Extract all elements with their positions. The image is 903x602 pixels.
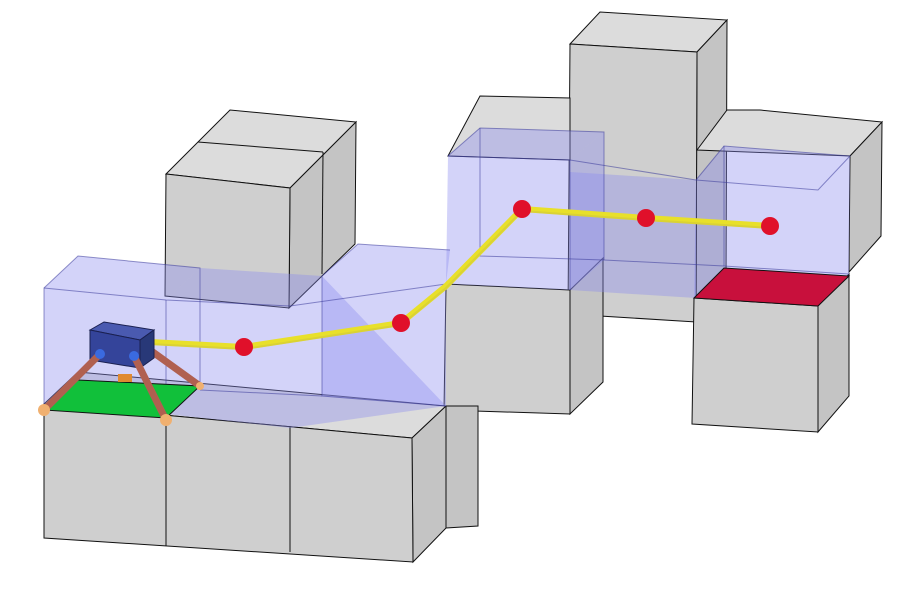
solid-blocks — [42, 11, 884, 564]
corridor-edges — [43, 127, 852, 414]
solid-block-rear-right — [696, 109, 884, 274]
robot-leg-front-left — [40, 350, 104, 414]
waypoint-1 — [235, 338, 253, 356]
goal-tile — [692, 267, 851, 307]
robot-body — [88, 321, 156, 369]
planned-path — [147, 200, 779, 356]
waypoint-3 — [513, 200, 531, 218]
solid-block-tall-right — [567, 11, 729, 324]
robot-foot-front-right — [160, 414, 172, 426]
solid-block-goal-base — [691, 272, 850, 434]
robot — [38, 321, 204, 426]
solid-block-mid-base — [443, 256, 604, 416]
waypoint-2 — [392, 314, 410, 332]
robot-foot-pad — [118, 374, 132, 382]
waypoint-5 — [761, 217, 779, 235]
robot-leg-rear-right — [146, 346, 204, 390]
robot-joint-left — [95, 349, 105, 359]
robot-leg-front-right — [130, 352, 170, 424]
solid-block-left-tower — [164, 109, 358, 310]
robot-joint-right — [129, 351, 139, 361]
robot-foot-rear-right — [196, 382, 204, 390]
robot-foot-front-left — [38, 404, 50, 416]
waypoint-4 — [637, 209, 655, 227]
